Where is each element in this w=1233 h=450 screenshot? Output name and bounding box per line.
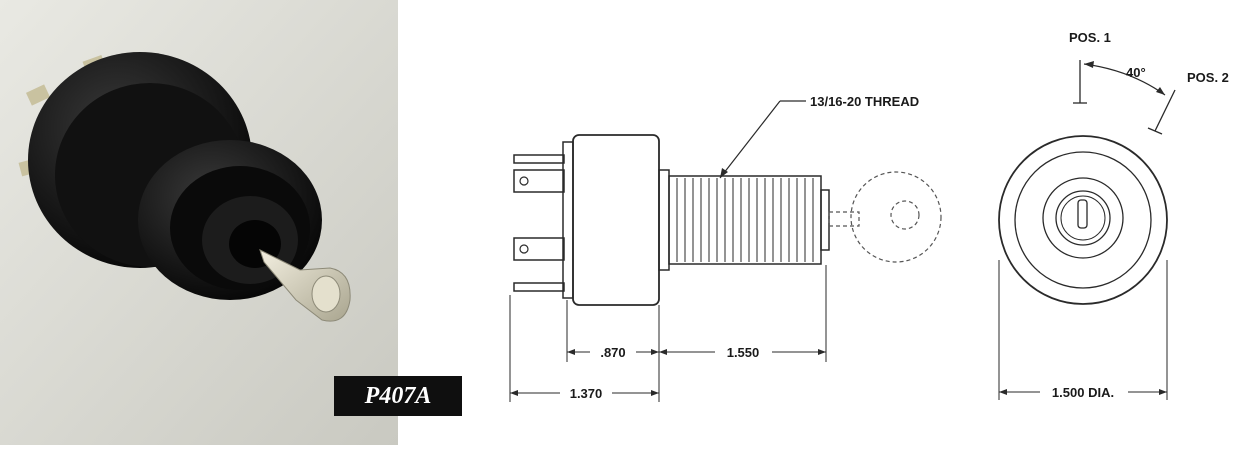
housing-body bbox=[572, 134, 660, 306]
angle-arc bbox=[1083, 63, 1166, 96]
keyway-icon bbox=[1077, 199, 1088, 229]
cylinder-core bbox=[1060, 195, 1106, 241]
key-switch-photo bbox=[0, 0, 398, 445]
diameter-label: 1.500 DIA. bbox=[1052, 385, 1114, 400]
dim-body-label: .870 bbox=[600, 345, 625, 360]
side-view: 13/16-20 THREAD .870 1.550 1 bbox=[509, 94, 942, 402]
cylinder-face bbox=[1055, 190, 1111, 246]
thread-label: 13/16-20 THREAD bbox=[810, 94, 919, 109]
thread-leader: 13/16-20 THREAD bbox=[719, 94, 919, 179]
dimension-thread: 1.550 bbox=[659, 345, 826, 360]
key-outline bbox=[828, 171, 942, 263]
housing-flange bbox=[562, 141, 574, 299]
front-view: POS. 1 POS. 2 40° 1.500 DIA. bbox=[998, 30, 1229, 400]
product-photo: P407A bbox=[0, 0, 462, 445]
product-label: P407A bbox=[334, 376, 462, 416]
inner-bezel bbox=[1014, 151, 1152, 289]
terminals bbox=[513, 154, 565, 292]
angle-label: 40° bbox=[1126, 65, 1146, 80]
pos1-label: POS. 1 bbox=[1069, 30, 1111, 45]
threaded-barrel bbox=[658, 169, 830, 271]
dim-overall-label: 1.370 bbox=[570, 386, 603, 401]
dimension-body: .870 bbox=[567, 345, 659, 360]
dimension-overall: 1.370 bbox=[510, 386, 659, 401]
dim-thread-label: 1.550 bbox=[727, 345, 760, 360]
cylinder-ring bbox=[1042, 177, 1124, 259]
outer-bezel bbox=[998, 135, 1168, 305]
pos2-label: POS. 2 bbox=[1187, 70, 1229, 85]
